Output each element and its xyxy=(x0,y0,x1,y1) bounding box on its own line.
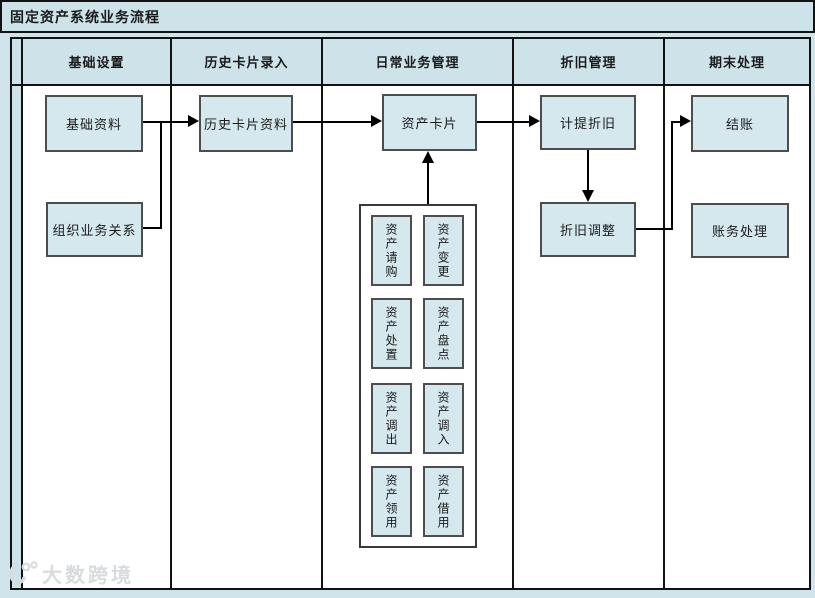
lane-header-depreciation: 折旧管理 xyxy=(560,55,617,70)
arrowhead-down-into-adjustment xyxy=(582,190,594,202)
connector-accrual-to-adjustment xyxy=(587,150,589,191)
diagram-title: 固定资产系统业务流程 xyxy=(10,8,160,25)
connector-adjustment-out-horizontal xyxy=(636,228,673,230)
connector-operations-to-assetcard xyxy=(427,162,429,204)
node-asset-card: 资产卡片 xyxy=(382,94,477,151)
arrowhead-into-closing xyxy=(680,115,691,127)
connector-historycard-to-assetcard xyxy=(293,121,371,123)
node-asset-inventory: 资产盘点 xyxy=(423,298,464,369)
node-basic-data: 基础资料 xyxy=(45,95,143,152)
lane-divider xyxy=(21,39,23,588)
lane-divider xyxy=(321,39,323,588)
connector-assetcard-to-accrual xyxy=(477,121,529,123)
connector-into-closing-horizontal xyxy=(671,121,681,123)
arrowhead-into-assetcard xyxy=(371,115,382,127)
node-asset-requisition-use: 资产领用 xyxy=(371,466,412,537)
node-depreciation-accrual: 计提折旧 xyxy=(540,95,636,150)
node-asset-transfer-out: 资产调出 xyxy=(371,383,412,454)
node-asset-requisition: 资产请购 xyxy=(371,215,412,286)
lane-header-history-card-entry: 历史卡片录入 xyxy=(204,55,289,70)
diagram-title-bar: 固定资产系统业务流程 xyxy=(0,0,815,33)
watermark-logo-icon xyxy=(9,560,38,584)
node-asset-borrow: 资产借用 xyxy=(423,466,464,537)
node-closing: 结账 xyxy=(691,95,789,152)
lane-divider xyxy=(663,39,665,588)
pool-left-strip xyxy=(12,39,21,588)
node-asset-change: 资产变更 xyxy=(423,215,464,286)
lane-header-period-end: 期末处理 xyxy=(708,55,765,70)
arrowhead-up-into-assetcard xyxy=(422,151,434,163)
lane-header-daily-business: 日常业务管理 xyxy=(375,55,460,70)
node-account-processing: 账务处理 xyxy=(691,203,789,258)
watermark: 大数跨境 xyxy=(6,559,134,588)
lane-divider xyxy=(170,39,172,588)
connector-adjustment-vertical xyxy=(671,121,673,230)
node-asset-transfer-in: 资产调入 xyxy=(423,383,464,454)
node-org-business-relation: 组织业务关系 xyxy=(46,202,143,257)
node-depreciation-adjustment: 折旧调整 xyxy=(540,202,636,257)
arrowhead-into-historycard xyxy=(188,115,199,127)
arrowhead-into-accrual xyxy=(529,115,540,127)
connector-orgrelation-horizontal xyxy=(143,227,162,229)
connector-orgrelation-junction-vertical xyxy=(160,121,162,229)
node-history-card-data: 历史卡片资料 xyxy=(199,95,293,152)
lane-header-underline xyxy=(12,84,809,86)
node-asset-disposal: 资产处置 xyxy=(371,298,412,369)
lane-header-basic-setup: 基础设置 xyxy=(68,55,125,70)
watermark-text: 大数跨境 xyxy=(42,565,134,587)
lane-divider xyxy=(512,39,514,588)
connector-basicdata-to-historycard xyxy=(143,121,190,123)
lane-header-band xyxy=(12,39,809,84)
